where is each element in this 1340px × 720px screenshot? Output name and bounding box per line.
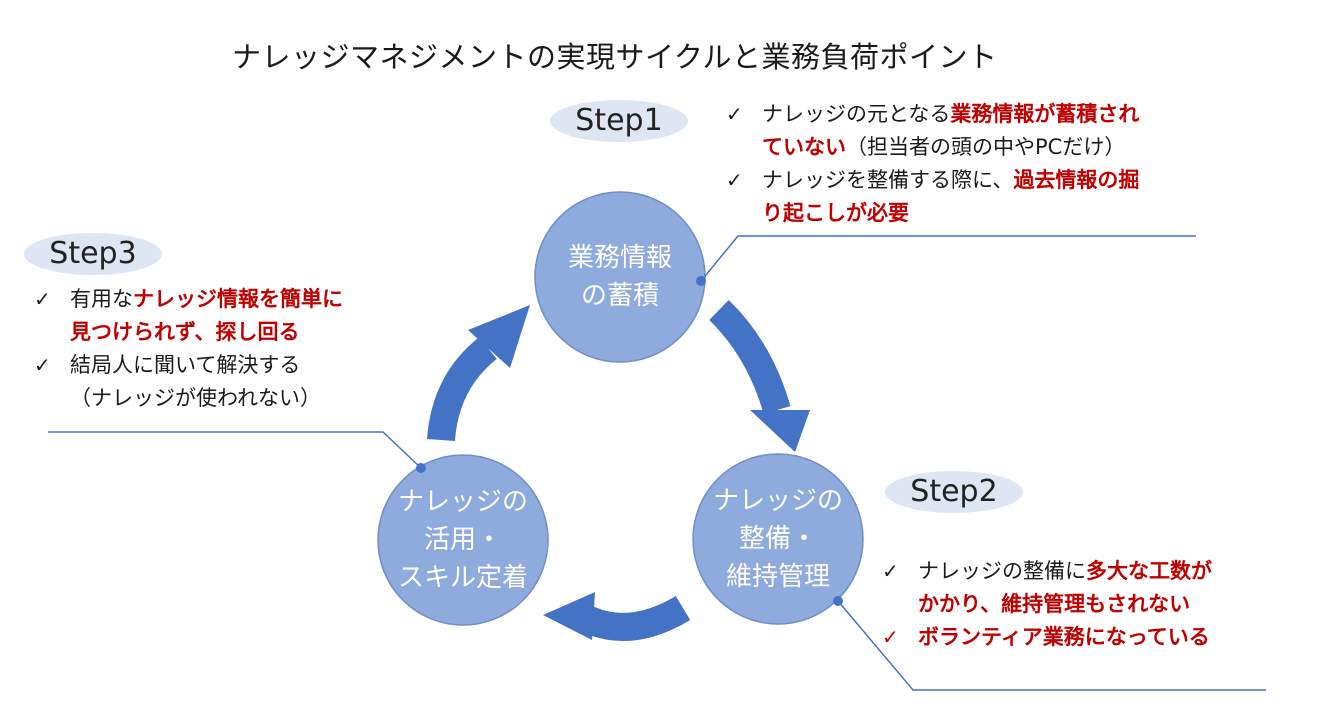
diagram-title: ナレッジマネジメントの実現サイクルと業務負荷ポイント [232, 40, 998, 74]
step2-tag: Step2 [885, 471, 1023, 513]
leader-step2 [833, 596, 1266, 691]
node-utilize-label: ナレッジの 活用・ スキル定着 [397, 487, 529, 593]
note-text: 有用な [70, 287, 133, 311]
note-emphasis: 過去情報の掘 [1013, 168, 1140, 192]
note-text: ナレッジの元となる [762, 102, 951, 126]
note-text: 結局人に聞いて解決する [70, 353, 301, 377]
note-emphasis: 見つけられず、探し回る [70, 320, 300, 344]
step1-notes: ✓ ナレッジの元となる業務情報が蓄積され ていない（担当者の頭の中やPCだけ） … [726, 98, 1139, 230]
note-emphasis: ナレッジ情報を簡単に [133, 287, 343, 311]
note-emphasis: 多大な工数が [1086, 559, 1212, 583]
note-text: ナレッジを整備する際に、 [762, 168, 1014, 192]
check-icon: ✓ [34, 353, 51, 377]
step2-note-2: ✓ ボランティア業務になっている [882, 621, 1212, 654]
circle-utilize [377, 454, 549, 626]
check-icon: ✓ [726, 102, 743, 126]
step2-note-1: ✓ ナレッジの整備に多大な工数が かかり、維持管理もされない [882, 555, 1212, 621]
node-maintain-label: ナレッジの 整備・ 維持管理 [712, 486, 844, 592]
step1-note-2: ✓ ナレッジを整備する際に、過去情報の掘 り起こしが必要 [726, 164, 1139, 230]
step3-notes: ✓ 有用なナレッジ情報を簡単に 見つけられず、探し回る ✓ 結局人に聞いて解決す… [34, 283, 343, 415]
step3-note-1: ✓ 有用なナレッジ情報を簡単に 見つけられず、探し回る [34, 283, 343, 349]
arrow-utilize-to-accumulate [427, 305, 530, 442]
step1-note-1: ✓ ナレッジの元となる業務情報が蓄積され ていない（担当者の頭の中やPCだけ） [726, 98, 1139, 164]
note-emphasis: ていない [762, 135, 846, 159]
step1-tag: Step1 [550, 100, 688, 142]
check-icon: ✓ [882, 625, 899, 649]
note-text: （担当者の頭の中やPCだけ） [846, 135, 1126, 159]
note-text: （ナレッジが使われない） [70, 386, 321, 410]
note-text: ナレッジの整備に [918, 559, 1086, 583]
check-icon: ✓ [34, 287, 51, 311]
note-emphasis: り起こしが必要 [762, 201, 909, 225]
check-icon: ✓ [726, 168, 743, 192]
leader-step1 [696, 235, 1196, 286]
step2-notes: ✓ ナレッジの整備に多大な工数が かかり、維持管理もされない ✓ ボランティア業… [882, 555, 1212, 654]
check-icon: ✓ [882, 559, 899, 583]
note-emphasis: 業務情報が蓄積され [950, 102, 1140, 126]
arrow-accumulate-to-maintain [709, 299, 810, 452]
note-emphasis: かかり、維持管理もされない [918, 592, 1191, 616]
circle-maintain [692, 453, 864, 625]
arrow-maintain-to-utilize [543, 592, 691, 641]
node-accumulate-label: 業務情報 の蓄積 [567, 243, 673, 311]
step3-note-2: ✓ 結局人に聞いて解決する （ナレッジが使われない） [34, 349, 343, 415]
note-emphasis: ボランティア業務になっている [918, 625, 1210, 649]
step3-tag: Step3 [24, 233, 162, 275]
leader-step3 [48, 431, 426, 473]
